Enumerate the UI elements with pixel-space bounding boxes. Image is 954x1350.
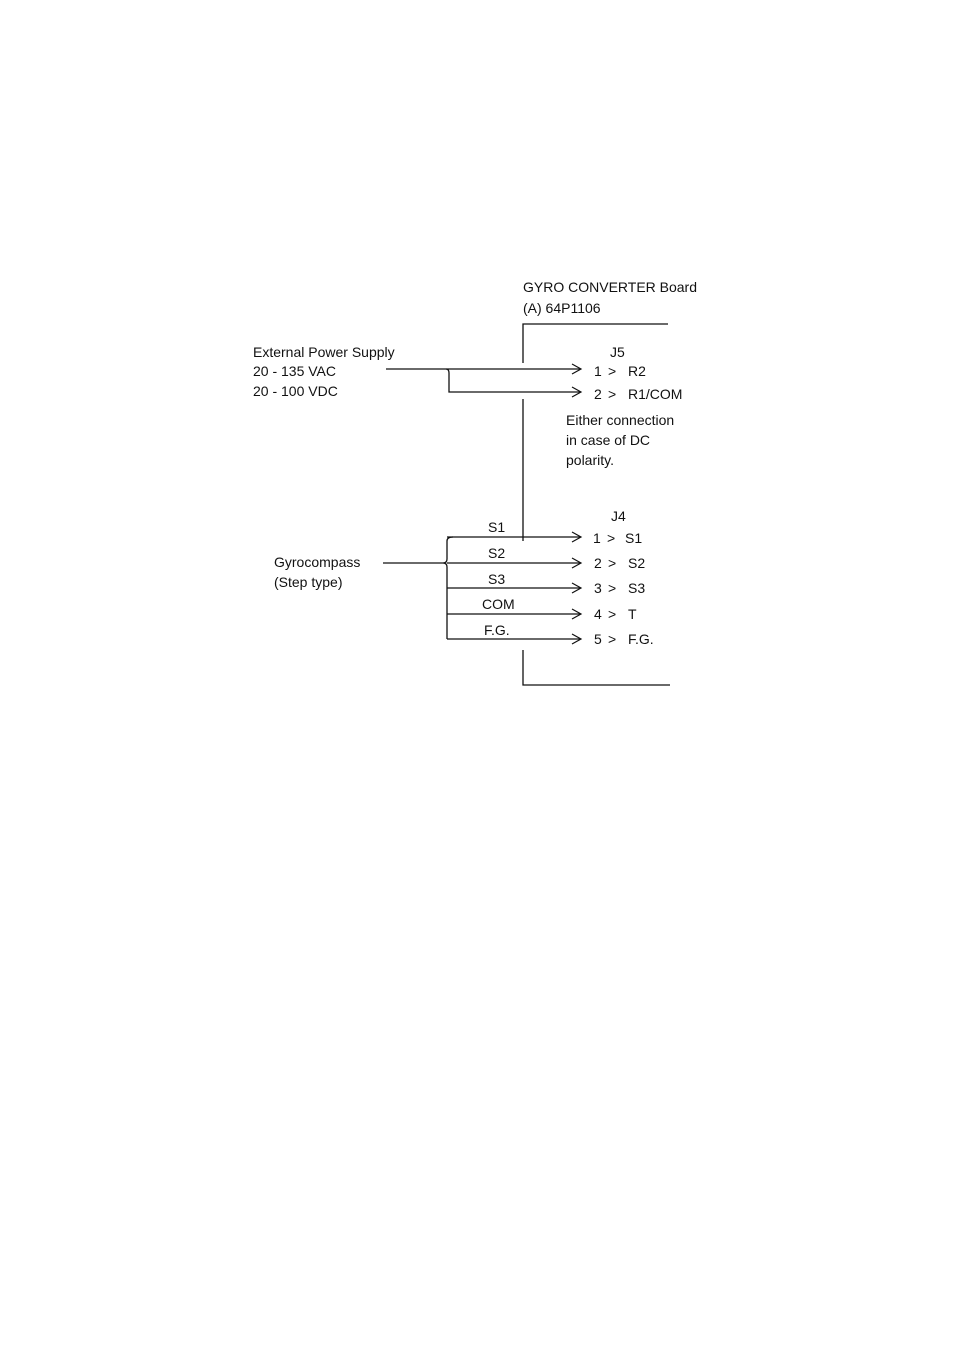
- board-title: GYRO CONVERTER Board: [523, 279, 697, 295]
- j4-pin-separator: >: [608, 555, 616, 571]
- power-supply-label: External Power Supply: [253, 344, 395, 360]
- j4-pin-signal: S2: [628, 555, 645, 571]
- gyrocompass-label: Gyrocompass: [274, 554, 360, 570]
- polarity-note-line-1: Either connection: [566, 412, 674, 428]
- j5-pin-number: 2: [594, 386, 602, 402]
- j5-pin-separator: >: [608, 363, 616, 379]
- board-part-number: (A) 64P1106: [523, 300, 601, 316]
- j4-pin-separator: >: [608, 631, 616, 647]
- wire-label-s2: S2: [488, 545, 505, 561]
- j4-pin-number: 5: [594, 631, 602, 647]
- j4-pin-1: 1 > S1: [593, 530, 642, 546]
- j5-connector-name: J5: [610, 344, 625, 360]
- j4-pin-separator: >: [608, 580, 616, 596]
- j4-pin-signal: T: [628, 606, 637, 622]
- j4-pin-2: 2 > S2: [594, 555, 645, 571]
- gyrocompass-type: (Step type): [274, 574, 342, 590]
- j5-pin-1: 1 > R2: [594, 363, 646, 379]
- j4-pin-number: 4: [594, 606, 602, 622]
- gyro-wiring: [383, 532, 581, 644]
- wire-label-fg: F.G.: [484, 622, 510, 638]
- j4-pin-number: 2: [594, 555, 602, 571]
- j5-pin-number: 1: [594, 363, 602, 379]
- j4-pin-number: 3: [594, 580, 602, 596]
- power-branch-wire-j5-2: [446, 369, 580, 392]
- j4-pin-signal: F.G.: [628, 631, 654, 647]
- j4-pin-number: 1: [593, 530, 601, 546]
- board-outline-bottom: [523, 650, 670, 685]
- j4-pin-3: 3 > S3: [594, 580, 645, 596]
- j5-pin-separator: >: [608, 386, 616, 402]
- j4-pin-4: 4 > T: [594, 606, 637, 622]
- power-wiring: [386, 364, 581, 397]
- wire-label-com: COM: [482, 596, 515, 612]
- power-supply-ac-range: 20 - 135 VAC: [253, 363, 336, 379]
- board-outline-top: [523, 324, 668, 363]
- wire-label-s3: S3: [488, 571, 505, 587]
- power-supply-dc-range: 20 - 100 VDC: [253, 383, 338, 399]
- wire-label-s1: S1: [488, 519, 505, 535]
- j4-pin-separator: >: [607, 530, 615, 546]
- j5-pin-signal: R1/COM: [628, 386, 682, 402]
- j4-connector-name: J4: [611, 508, 626, 524]
- j5-pin-2: 2 > R1/COM: [594, 386, 682, 402]
- polarity-note-line-2: in case of DC: [566, 432, 650, 448]
- j4-pin-signal: S3: [628, 580, 645, 596]
- j4-pin-separator: >: [608, 606, 616, 622]
- j4-pin-signal: S1: [625, 530, 642, 546]
- polarity-note-line-3: polarity.: [566, 452, 614, 468]
- j4-pin-5: 5 > F.G.: [594, 631, 654, 647]
- j5-pin-signal: R2: [628, 363, 646, 379]
